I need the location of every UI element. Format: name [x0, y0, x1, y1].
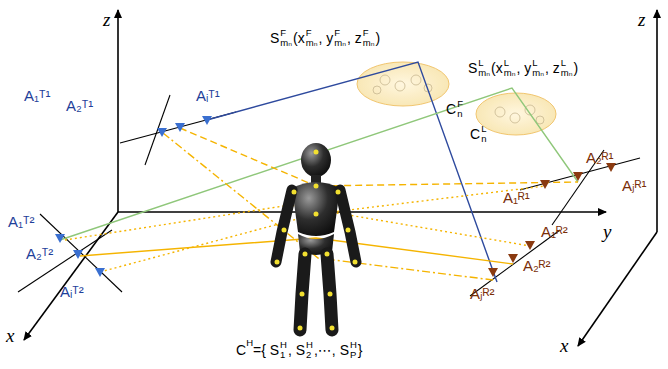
subscript: mₙ — [532, 68, 544, 78]
antenna-label: A₂ᴿ¹ — [586, 150, 614, 165]
formula-text: , z — [347, 31, 362, 45]
index-pair: Lmₙ — [561, 58, 573, 77]
subscript: 1 — [280, 350, 287, 360]
superscript: H — [246, 338, 253, 348]
superscript: L — [478, 58, 490, 68]
index-pair: Ln — [481, 124, 486, 143]
subscript: n — [481, 134, 486, 144]
formula-text: (x — [293, 31, 305, 45]
z-axis — [117, 10, 119, 212]
body-set-label: CH={ SH1, SH2,⋯, SHP} — [236, 340, 363, 359]
superscript: F — [457, 99, 463, 109]
antenna-label: A₁ᵀ¹ — [24, 88, 51, 103]
scatter-cluster — [357, 62, 449, 106]
path-blue — [207, 62, 497, 282]
index-pair: HP — [350, 340, 357, 359]
index-pair: Fmₙ — [363, 28, 375, 47]
cluster-label: CLn — [470, 124, 487, 143]
subscript: mₙ — [478, 68, 490, 78]
superscript: L — [532, 58, 544, 68]
index-pair: H2 — [306, 340, 313, 359]
rx-antennas — [488, 163, 616, 277]
z-axis-right — [656, 10, 658, 232]
antenna-label: A₂ᵀ² — [26, 246, 53, 261]
axis-label: z — [103, 10, 110, 29]
axis-label: z — [638, 10, 645, 29]
human-figure — [275, 143, 358, 331]
subscript: mₙ — [280, 38, 292, 48]
axis-label: x — [6, 326, 14, 345]
formula-text: C — [470, 127, 480, 141]
superscript: L — [481, 124, 486, 134]
index-pair: Lmₙ — [532, 58, 544, 77]
tx-antennas — [55, 116, 212, 277]
subscript: mₙ — [504, 68, 516, 78]
axes — [24, 10, 657, 346]
superscript: H — [306, 340, 313, 350]
y-axis — [118, 211, 606, 213]
formula-text: ) — [573, 61, 578, 75]
subscript: mₙ — [363, 38, 375, 48]
superscript: L — [504, 58, 516, 68]
index-pair: Fmₙ — [306, 28, 318, 47]
formula-text: , y — [318, 31, 333, 45]
formula-text: C — [236, 343, 246, 357]
superscript: H — [280, 340, 287, 350]
antenna-label: Aⱼᴿ¹ — [622, 178, 646, 193]
cluster-texture — [373, 75, 544, 124]
formula-text: , S — [288, 343, 305, 357]
formula-text: } — [358, 343, 363, 357]
antenna-label: A₁ᴿ² — [541, 224, 568, 239]
x-axis-right — [578, 232, 657, 346]
index-pair: Fmₙ — [334, 28, 346, 47]
formula-text: , y — [516, 61, 531, 75]
formula-text: ={ S — [253, 343, 279, 357]
x-axis — [24, 212, 118, 340]
index-pair: Fmₙ — [280, 28, 292, 47]
paths — [60, 62, 578, 282]
subscript: mₙ — [561, 68, 573, 78]
superscript: F — [280, 28, 292, 38]
antenna-label: Aᵢᵀ¹ — [196, 88, 220, 103]
subscript: P — [350, 350, 357, 360]
index-pair: Fn — [457, 99, 463, 118]
path-orange-dashed — [180, 128, 578, 186]
cluster-label: CFn — [446, 99, 464, 118]
scatter-point-label: SLmₙ(xLmₙ, yLmₙ, zLmₙ) — [468, 58, 578, 77]
axis-label: y — [603, 222, 611, 241]
superscript: F — [334, 28, 346, 38]
index-pair: H1 — [280, 340, 287, 359]
antenna-label: Aᵢᵀ² — [60, 284, 84, 299]
subscript: mₙ — [334, 38, 346, 48]
antenna-label: A₂ᴿ² — [523, 258, 551, 273]
formula-text: S — [468, 61, 477, 75]
formula-text: ) — [375, 31, 380, 45]
scatter-point-label: SFmₙ(xFmₙ, yFmₙ, zFmₙ) — [270, 28, 380, 47]
formula-text: ,⋯, S — [314, 343, 349, 357]
antenna-label: A₁ᵀ² — [8, 214, 35, 229]
antenna-label: A₁ᴿ¹ — [503, 190, 530, 205]
antenna-label: A₂ᵀ¹ — [66, 98, 93, 113]
index-pair: Lmₙ — [504, 58, 516, 77]
subscript: 2 — [306, 350, 313, 360]
array-tick — [145, 95, 170, 165]
antenna-label: Aⱼᴿ² — [470, 286, 494, 301]
formula-text: , z — [545, 61, 560, 75]
superscript: H — [350, 340, 357, 350]
formula-text: (x — [491, 61, 503, 75]
subscript: n — [457, 109, 463, 119]
subscript: mₙ — [306, 38, 318, 48]
superscript: F — [306, 28, 318, 38]
formula-text: C — [446, 102, 456, 116]
superscript: F — [363, 28, 375, 38]
path-green — [60, 88, 578, 240]
superscript: L — [561, 58, 573, 68]
scatter-cluster — [476, 93, 556, 135]
axis-label: x — [560, 336, 568, 355]
index-pair: Lmₙ — [478, 58, 490, 77]
formula-text: S — [270, 31, 279, 45]
